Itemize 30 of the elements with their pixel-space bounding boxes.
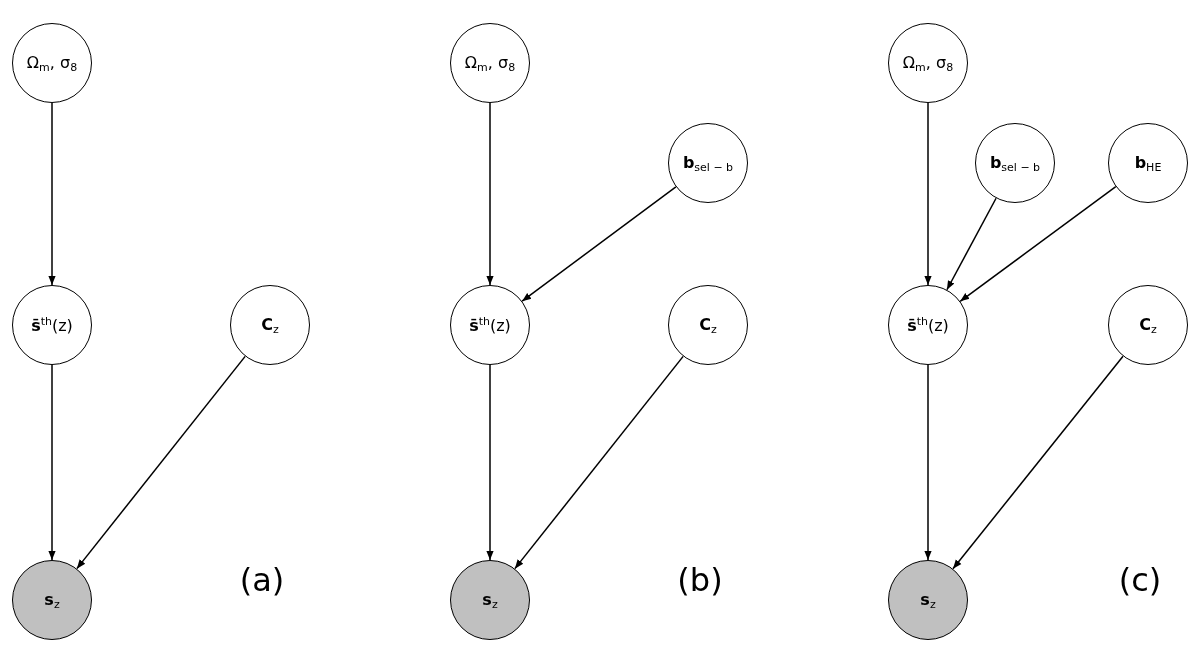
arrow bbox=[946, 197, 997, 291]
node-label: b$_{sel − b}$ bbox=[989, 152, 1041, 174]
node-label: Ω$_{m}$, σ$_{8}$ bbox=[26, 52, 78, 74]
node-label: b$_{sel − b}$ bbox=[682, 152, 734, 174]
node-label: s̄$^{th}$(z) bbox=[907, 315, 949, 335]
arrow bbox=[959, 185, 1117, 303]
node-label: s̄$^{th}$(z) bbox=[469, 315, 511, 335]
arrow bbox=[486, 102, 494, 286]
node-label: C$_{z}$ bbox=[699, 314, 717, 336]
panel-label: (c) bbox=[1118, 561, 1162, 599]
node-label: b$_{HE}$ bbox=[1134, 152, 1162, 174]
node-label: s$_{z}$ bbox=[920, 589, 936, 611]
arrow bbox=[924, 102, 932, 286]
node-label: Ω$_{m}$, σ$_{8}$ bbox=[902, 52, 954, 74]
node-label: s$_{z}$ bbox=[44, 589, 60, 611]
arrow bbox=[514, 355, 684, 570]
arrow bbox=[952, 355, 1124, 570]
node-label: s$_{z}$ bbox=[482, 589, 498, 611]
arrow bbox=[76, 355, 246, 570]
node-label: C$_{z}$ bbox=[261, 314, 279, 336]
arrow bbox=[521, 186, 677, 302]
node-label: s̄$^{th}$(z) bbox=[31, 315, 73, 335]
arrow bbox=[48, 102, 56, 286]
node-label: Ω$_{m}$, σ$_{8}$ bbox=[464, 52, 516, 74]
arrow bbox=[486, 364, 494, 561]
panel-label: (b) bbox=[677, 561, 723, 599]
node-label: C$_{z}$ bbox=[1139, 314, 1157, 336]
arrow bbox=[924, 364, 932, 561]
arrow bbox=[48, 364, 56, 561]
panel-label: (a) bbox=[239, 561, 285, 599]
